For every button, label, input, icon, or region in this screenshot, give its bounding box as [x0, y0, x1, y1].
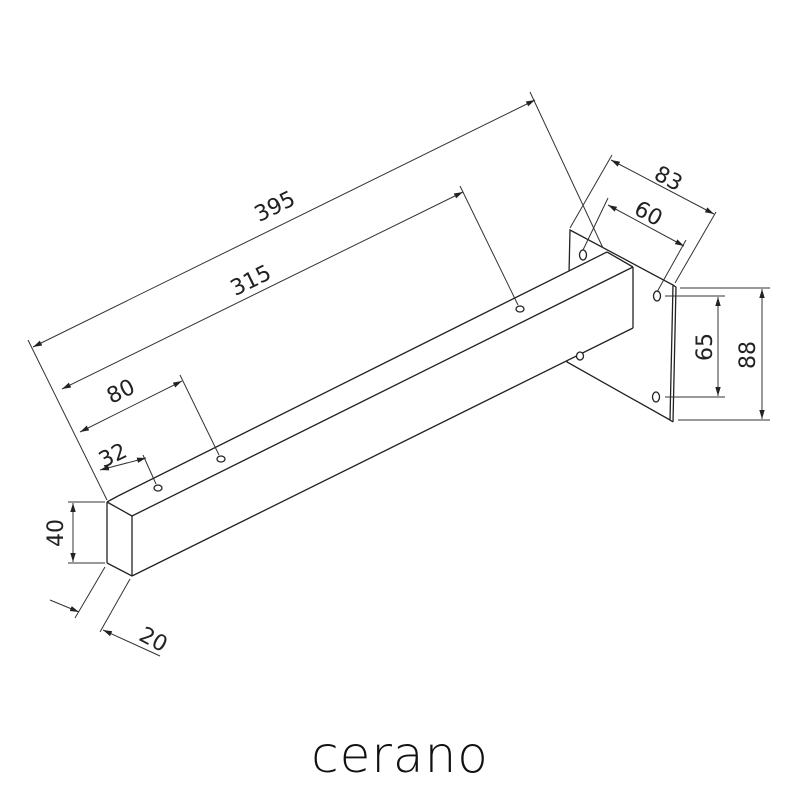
plate-hole-3: [575, 351, 585, 361]
dim-80: 80: [103, 375, 139, 410]
dim-315: 315: [227, 261, 276, 302]
dim-88: 88: [736, 341, 761, 369]
dim-60: 60: [630, 197, 666, 232]
dimension-lines: [32, 99, 765, 657]
brand-logo: cerano: [311, 726, 489, 784]
dim-40: 40: [44, 519, 69, 547]
bar-hole-2: [216, 455, 226, 463]
plate-hole-1: [578, 249, 588, 261]
bracket-bar: [106, 251, 634, 577]
bar-hole-1: [153, 484, 163, 492]
dim-20: 20: [135, 623, 171, 658]
dim-32: 32: [95, 439, 131, 474]
plate-hole-4: [651, 391, 661, 403]
plate-hole-2: [652, 290, 662, 302]
dim-83: 83: [650, 162, 686, 197]
dim-395: 395: [251, 187, 300, 228]
bar-hole-3: [515, 305, 525, 313]
dim-65: 65: [693, 333, 718, 361]
